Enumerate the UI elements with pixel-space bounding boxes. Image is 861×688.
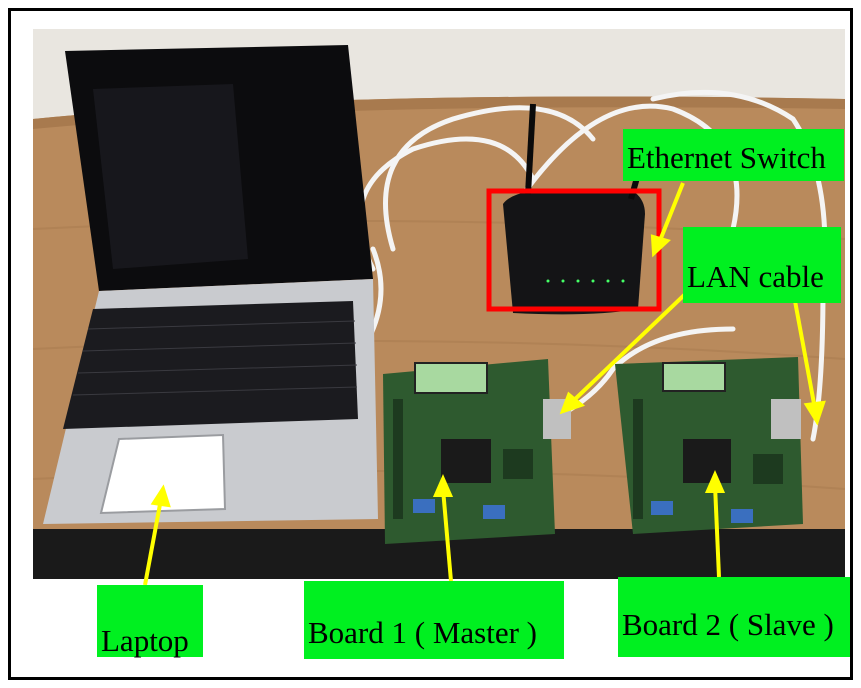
arrows bbox=[143, 182, 826, 586]
lab-setup-photo bbox=[33, 29, 845, 579]
arrow-lan-board1 bbox=[569, 277, 703, 405]
lan-cable-label: LAN cable bbox=[683, 227, 841, 303]
arrow-laptop bbox=[143, 498, 163, 586]
laptop-label: Laptop bbox=[97, 585, 203, 658]
arrow-board1 bbox=[441, 488, 453, 582]
arrow-switch bbox=[657, 182, 685, 244]
board1-master-label: Board 1 ( Master ) bbox=[304, 581, 564, 659]
ethernet-switch-label: Ethernet Switch bbox=[623, 129, 844, 181]
arrow-lan-board2 bbox=[793, 300, 817, 410]
board2-slave-label: Board 2 ( Slave ) bbox=[618, 577, 850, 657]
switch-highlight-box bbox=[486, 188, 662, 312]
figure-frame: Ethernet Switch LAN cable Laptop Board 1… bbox=[8, 8, 853, 680]
annotation-overlay bbox=[143, 182, 826, 586]
arrow-board2 bbox=[713, 484, 721, 578]
